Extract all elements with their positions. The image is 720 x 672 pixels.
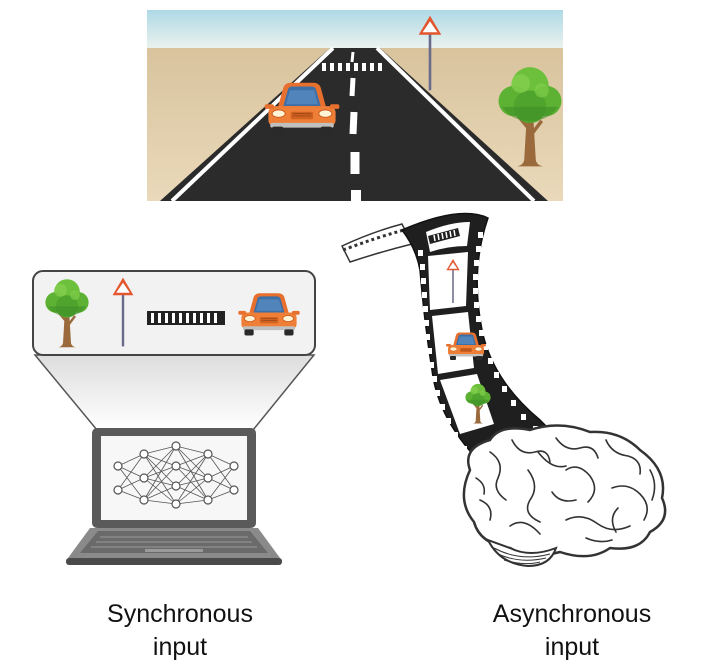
asynchronous-panel: [340, 212, 667, 568]
asynchronous-caption-line2: input: [544, 633, 600, 661]
crosswalk-icon: [322, 63, 382, 71]
film-strip-icon: [340, 212, 562, 465]
crosswalk-icon: [147, 311, 225, 325]
asynchronous-caption: Asynchronous input: [432, 598, 712, 664]
asynchronous-caption-line1: Asynchronous: [492, 600, 652, 628]
synchronous-panel: [32, 270, 316, 565]
synchronous-caption: Synchronous input: [40, 598, 320, 664]
crosswalk-icon: [428, 228, 460, 244]
brain-icon: [462, 424, 667, 568]
road-scene: [147, 10, 564, 203]
laptop-icon: [66, 428, 282, 565]
synchronous-caption-line1: Synchronous: [107, 600, 253, 628]
neural-network-icon: [117, 445, 235, 505]
synchronous-caption-line2: input: [152, 633, 208, 661]
